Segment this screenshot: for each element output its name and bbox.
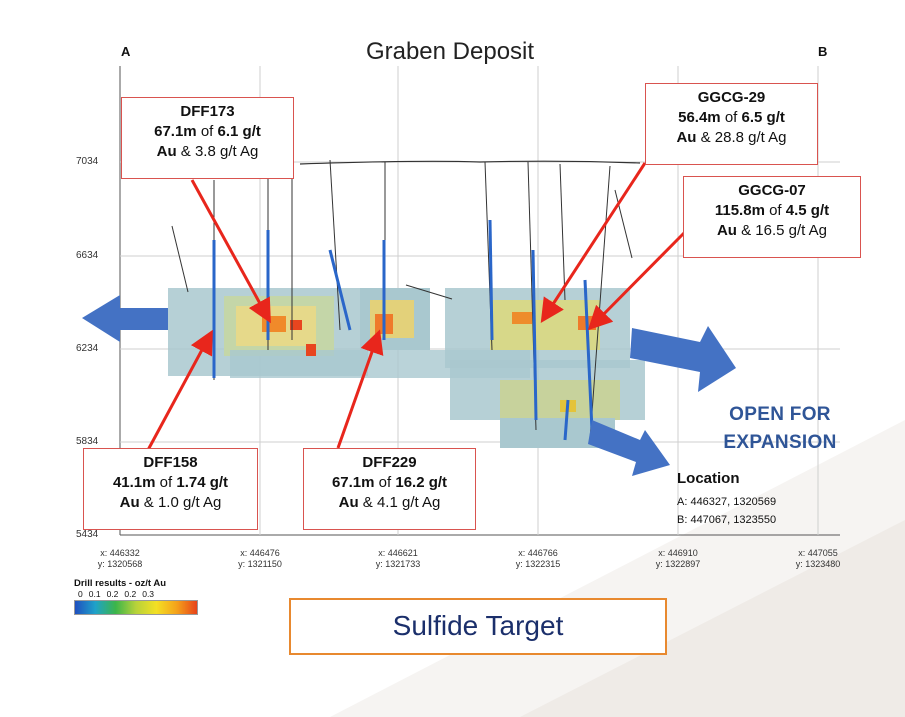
- legend-tick: 0.1: [88, 589, 101, 599]
- pointer-dff229: [336, 329, 384, 449]
- background-triangle-inner: [520, 520, 905, 717]
- location-row-a: A: 446327, 1320569: [677, 496, 777, 508]
- diagram-title: Graben Deposit: [365, 38, 535, 65]
- expansion-arrow-west: [82, 295, 168, 342]
- y-tick-label: 5434: [76, 529, 99, 540]
- callout-ggcg07: GGCG-07 115.8m of 4.5 g/t Au & 16.5 g/t …: [683, 176, 861, 258]
- section-end-b: B: [818, 44, 828, 59]
- legend-tick: 0.2: [124, 589, 137, 599]
- callout-dff173: DFF173 67.1m of 6.1 g/t Au & 3.8 g/t Ag: [121, 97, 294, 179]
- legend-title: Drill results - oz/t Au: [74, 578, 167, 589]
- assay-intervals: [212, 219, 594, 441]
- callout-pointers: [146, 162, 687, 451]
- open-for-expansion-label: OPEN FOR EXPANSION: [723, 404, 837, 453]
- expansion-arrow-east: [630, 326, 736, 392]
- ore-block-model: [168, 288, 645, 448]
- topography-line: [299, 160, 641, 165]
- location-row-b: B: 447067, 1323550: [677, 514, 777, 526]
- legend-color-bar: [74, 600, 198, 615]
- legend-tick: 0: [78, 589, 83, 599]
- callout-ggcg29: GGCG-29 56.4m of 6.5 g/t Au & 28.8 g/t A…: [645, 83, 818, 165]
- location-title: Location: [677, 470, 740, 487]
- location-box: Location A: 446327, 1320569 B: 447067, 1…: [677, 470, 776, 529]
- y-tick-label: 5834: [76, 436, 99, 447]
- y-tick-label: 7034: [76, 156, 99, 167]
- callout-dff158: DFF158 41.1m of 1.74 g/t Au & 1.0 g/t Ag: [83, 448, 258, 530]
- callout-dff229: DFF229 67.1m of 16.2 g/t Au & 4.1 g/t Ag: [303, 448, 476, 530]
- expansion-arrow-southeast: [588, 420, 670, 476]
- legend-tick: 0.2: [106, 589, 119, 599]
- y-tick-label: 6634: [76, 250, 99, 261]
- pointer-dff158: [146, 329, 213, 451]
- expansion-arrows: [82, 295, 736, 476]
- legend-tick: 0.3: [142, 589, 155, 599]
- section-end-a: A: [121, 44, 131, 59]
- pointer-ggcg29: [540, 162, 647, 324]
- sulfide-target-label: Sulfide Target: [289, 598, 667, 655]
- pointer-ggcg07: [587, 230, 687, 331]
- color-legend: Drill results - oz/t Au 0 0.1 0.2 0.2 0.…: [74, 578, 198, 615]
- pointer-dff173: [190, 179, 271, 324]
- y-tick-label: 6234: [76, 343, 99, 354]
